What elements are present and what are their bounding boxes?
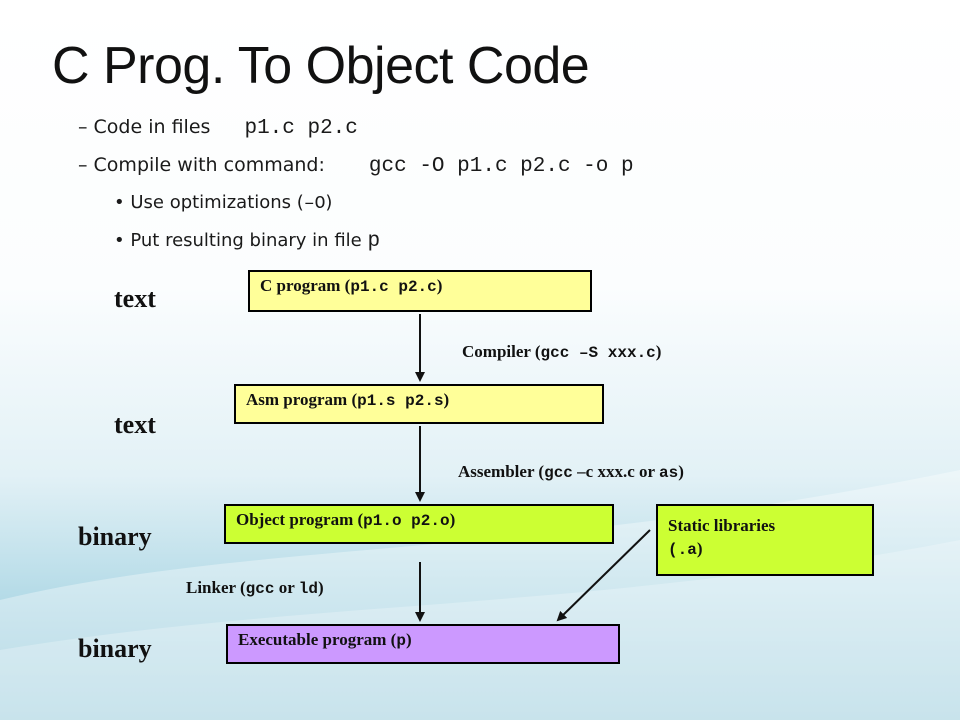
compiler-step-label: Compiler (gcc –S xxx.c)	[462, 342, 661, 362]
bullet-code-files-label: – Code in files	[78, 116, 211, 138]
static-libraries-code: (.a	[668, 541, 697, 559]
bullet-binary-file-label: • Put resulting binary in file	[114, 230, 362, 251]
c-program-box: C program (p1.c p2.c)	[248, 270, 592, 312]
executable-program-label: Executable program (	[238, 630, 397, 649]
asm-program-code: p1.s p2.s	[357, 392, 444, 410]
c-program-tail: )	[436, 276, 443, 295]
assembler-mid: –c xxx.c or	[572, 462, 659, 481]
assembler-tail: )	[678, 462, 684, 481]
linker-code2: ld	[298, 580, 318, 598]
executable-program-box: Executable program (p)	[226, 624, 620, 664]
assembler-label: Assembler (	[458, 462, 545, 481]
bullet-code-files-code: p1.c p2.c	[244, 117, 358, 140]
bullet-code-files: – Code in files p1.c p2.c	[78, 116, 358, 140]
assembler-step-label: Assembler (gcc –c xxx.c or as)	[458, 462, 684, 482]
bullet-compile-command: – Compile with command: gcc -O p1.c p2.c…	[78, 154, 634, 178]
c-program-label: C program (	[260, 276, 351, 295]
side-label-text-2: text	[114, 410, 156, 439]
linker-code: gcc	[245, 580, 275, 598]
compiler-code: gcc –S xxx.c	[540, 344, 656, 362]
bullet-optimizations-code: –O	[303, 194, 326, 214]
bullet-binary-file: • Put resulting binary in file p	[114, 230, 380, 253]
c-program-code: p1.c p2.c	[350, 278, 437, 296]
bullet-optimizations-tail: )	[325, 192, 333, 213]
executable-program-tail: )	[405, 630, 412, 649]
arrow-libraries-to-executable	[556, 529, 651, 622]
asm-program-box: Asm program (p1.s p2.s)	[234, 384, 604, 424]
linker-step-label: Linker (gcc or ld)	[186, 578, 324, 598]
assembler-code2: as	[659, 464, 679, 482]
side-label-binary-1: binary	[78, 522, 152, 551]
side-label-binary-2: binary	[78, 634, 152, 663]
linker-mid: or	[274, 578, 299, 597]
object-program-box: Object program (p1.o p2.o)	[224, 504, 614, 544]
static-libraries-box: Static libraries (.a)	[656, 504, 874, 576]
bullet-optimizations-label: • Use optimizations (	[114, 192, 304, 213]
compiler-label: Compiler (	[462, 342, 541, 361]
object-program-tail: )	[449, 510, 456, 529]
linker-tail: )	[317, 578, 324, 597]
object-program-label: Object program (	[236, 510, 364, 529]
page-title: C Prog. To Object Code	[52, 37, 590, 95]
bullet-compile-command-label: – Compile with command:	[78, 154, 325, 176]
object-program-code: p1.o p2.o	[363, 512, 450, 530]
side-label-text-1: text	[114, 284, 156, 313]
assembler-code: gcc	[544, 464, 573, 482]
static-libraries-line2: (.a)	[668, 537, 862, 562]
executable-program-code: p	[396, 632, 406, 650]
asm-program-label: Asm program (	[246, 390, 358, 409]
linker-label: Linker (	[186, 578, 246, 597]
compiler-tail: )	[655, 342, 662, 361]
static-libraries-tail: )	[696, 539, 703, 558]
bullet-compile-command-code: gcc -O p1.c p2.c -o p	[368, 155, 634, 178]
asm-program-tail: )	[443, 390, 450, 409]
bullet-binary-file-code: p	[367, 230, 381, 253]
bullet-optimizations: • Use optimizations (–O)	[114, 192, 332, 214]
static-libraries-label: Static libraries	[668, 516, 776, 535]
